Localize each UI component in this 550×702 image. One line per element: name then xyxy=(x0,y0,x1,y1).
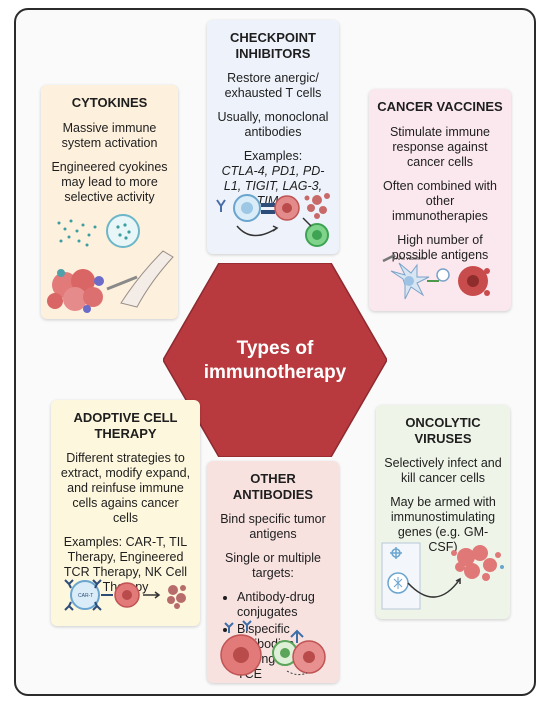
cytokines-line1: Massive immune system activation xyxy=(61,120,158,150)
curved-arrow-icon xyxy=(407,578,461,598)
antibody-icon xyxy=(224,620,252,633)
tumor-cluster-icon xyxy=(47,269,104,313)
syringe-icon xyxy=(382,253,396,263)
center-title-line1: Types of xyxy=(236,338,314,359)
other-line2: Single or multiple targets: xyxy=(225,551,321,581)
cancer-vaccines-card: CANCER VACCINES Stimulate immune respons… xyxy=(369,89,511,311)
center-hexagon: Types of immunotherapy xyxy=(163,263,387,457)
oncolytic-viruses-card: ONCOLYTIC VIRUSES Selectively infect and… xyxy=(376,405,510,619)
oncolytic-line1: Selectively infect and kill cancer cells xyxy=(384,456,502,486)
checkpoint-line1: Restore anergic/ exhausted T cells xyxy=(224,71,322,101)
vaccines-illustration: TAAs vaccines xyxy=(382,253,490,300)
oncolytic-line2: May be armed with immunostimulating gene… xyxy=(390,495,496,555)
checkpoint-title: CHECKPOINT INHIBITORS xyxy=(230,30,316,61)
vaccines-line2: Often combined with other immunotherapie… xyxy=(383,178,497,223)
cytokine-dots-icon xyxy=(57,219,97,247)
cytokines-line2: Engineered cyokines may lead to more sel… xyxy=(51,159,168,204)
other-bullet-1: Antibody-drug conjugates xyxy=(237,590,323,620)
checkpoint-illustration xyxy=(216,193,330,247)
checkpoint-line2: Usually, monoclonal antibodies xyxy=(217,110,329,140)
antibody-icon xyxy=(216,199,226,212)
lysed-tumor-icon xyxy=(451,545,501,581)
magnifier-icon xyxy=(106,214,140,248)
adoptive-line1: Different strategies to extract, modify … xyxy=(60,451,191,526)
t-cell-icon xyxy=(436,268,450,282)
car-t-cell-icon xyxy=(70,580,100,610)
oncolytic-title: ONCOLYTIC VIRUSES xyxy=(405,415,481,446)
center-title-line2: immunotherapy xyxy=(203,361,347,383)
cytokines-illustration xyxy=(47,214,174,313)
vaccines-illus-label: TAAs vaccines xyxy=(393,256,426,262)
other-antibodies-card: OTHER ANTIBODIES Bind specific tumor ant… xyxy=(207,461,339,683)
checkpoint-examples-label: Examples: xyxy=(243,149,303,164)
oncolytic-illustration xyxy=(381,542,504,610)
curved-arrow-icon xyxy=(236,225,278,237)
vaccines-title: CANCER VACCINES xyxy=(377,99,503,114)
arrow-icon xyxy=(143,591,161,599)
virus-icon xyxy=(390,547,402,559)
other-line1: Bind specific tumor antigens xyxy=(220,512,326,542)
cytokines-card: CYTOKINES Massive immune system activati… xyxy=(41,85,178,319)
dying-tumor-icon xyxy=(167,585,186,609)
other-antibodies-illustration xyxy=(220,620,326,676)
center-title: Types of immunotherapy xyxy=(163,337,387,385)
vaccines-line1: Stimulate immune response against cancer… xyxy=(389,124,491,169)
adoptive-illustration: CAR-T xyxy=(64,579,186,611)
adoptive-illus-label: CAR-T xyxy=(78,593,93,599)
vaccines-line3: High number of possible antigens xyxy=(391,232,489,262)
syringe-icon xyxy=(106,275,138,291)
arm-icon xyxy=(120,250,174,308)
adoptive-cell-therapy-card: ADOPTIVE CELL THERAPY Different strategi… xyxy=(51,400,200,626)
adoptive-title: ADOPTIVE CELL THERAPY xyxy=(73,410,178,441)
checkpoint-inhibitors-card: CHECKPOINT INHIBITORS Restore anergic/ e… xyxy=(207,20,339,254)
other-title: OTHER ANTIBODIES xyxy=(232,471,314,502)
dying-tumor-icon xyxy=(304,193,330,219)
hexagon-shape xyxy=(163,263,387,457)
bispecific-antibody-icon xyxy=(290,629,304,643)
cytokines-title: CYTOKINES xyxy=(71,95,148,110)
